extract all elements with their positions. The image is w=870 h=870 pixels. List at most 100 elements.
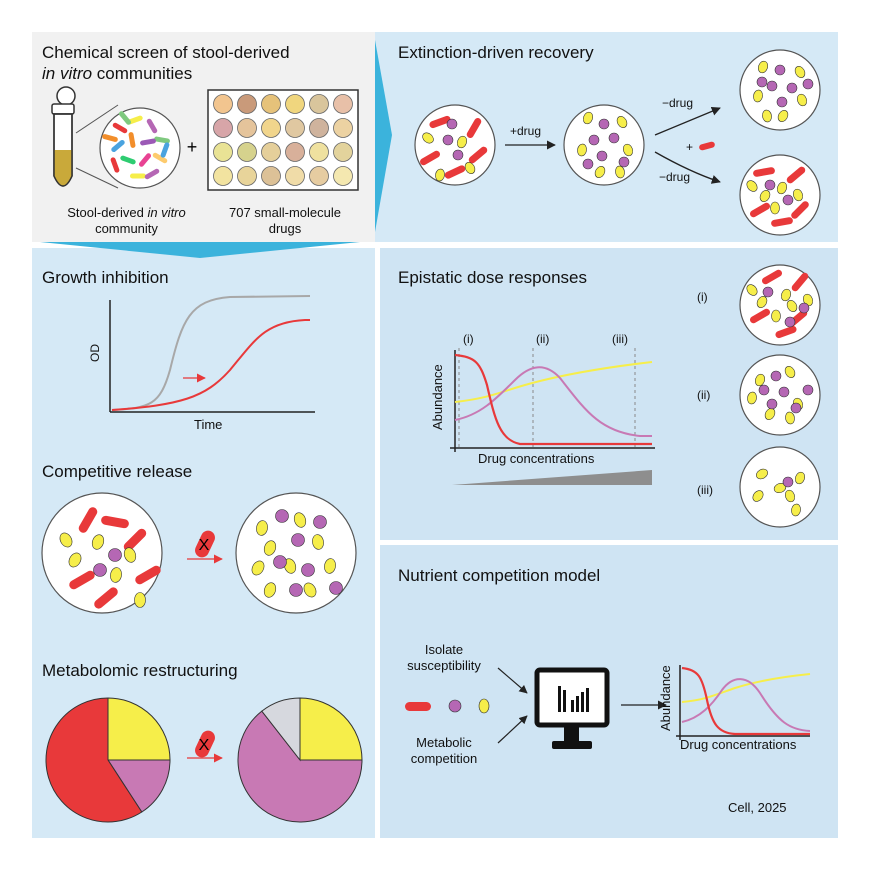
minus-drug-label-top: −drug [662, 96, 694, 110]
yellow-bug [464, 162, 476, 174]
minus-drug-arrow-bottom [654, 151, 721, 184]
connector-arrow-down [40, 242, 360, 258]
plate-well [213, 142, 233, 162]
plate-well [285, 118, 305, 138]
community-bug [154, 136, 170, 144]
plate-well [309, 142, 329, 162]
plus-symbol: + [686, 140, 694, 154]
red-bug [101, 515, 129, 529]
added-red-bug [699, 141, 715, 151]
purple-bug [764, 179, 776, 191]
yellow-bug [756, 296, 768, 308]
yellow-bug [283, 558, 297, 574]
plate-well [333, 94, 353, 114]
pie-slice [299, 697, 363, 761]
metabolome-pie-after [237, 697, 363, 823]
red-bug [135, 565, 161, 585]
pie-slice [261, 697, 301, 762]
purple-bug [778, 386, 790, 398]
epistatic-curve-purple [454, 366, 652, 437]
plate-well [261, 94, 281, 114]
epistatic-curve-red [454, 353, 652, 446]
yellow-bug [123, 547, 137, 563]
purple-bug [782, 194, 794, 206]
epistatic-marker-ii: (ii) [536, 332, 550, 346]
yellow-bug [784, 489, 796, 503]
red-bug [468, 146, 488, 164]
community-bug [110, 157, 120, 173]
purple-bug [776, 96, 788, 108]
pie-slice [45, 697, 143, 823]
purple-bug [301, 563, 315, 577]
purple-bug [770, 370, 782, 382]
epistatic-ylabel: Abundance [430, 364, 445, 430]
metabolic-label-line1: Metabolic [416, 735, 472, 750]
purple-bug [782, 476, 794, 488]
nutrient-curve-red [681, 666, 810, 736]
plate-well [213, 94, 233, 114]
nutrient-ylabel: Abundance [658, 665, 673, 731]
yellow-bug [68, 552, 82, 568]
drug-gradient-wedge [452, 470, 652, 485]
purple-bug [766, 80, 778, 92]
red-bug [444, 165, 466, 179]
yellow-bug [770, 201, 780, 215]
nutrient-curve-purple [681, 678, 811, 732]
community-label-line2: community [95, 221, 158, 236]
yellow-bug [752, 490, 764, 502]
yellow-bug [747, 391, 757, 405]
nutrient-red-bug [405, 702, 431, 711]
purple-bug [273, 555, 287, 569]
isolate-arrow [497, 667, 528, 694]
minus-drug-label-bottom: −drug [659, 170, 691, 184]
competitive-title: Competitive release [42, 462, 193, 481]
pie-slice [237, 710, 363, 823]
nutrient-title: Nutrient competition model [398, 566, 601, 585]
plate-well [333, 118, 353, 138]
plate-well [309, 118, 329, 138]
red-bug [750, 308, 770, 324]
purple-bug [784, 316, 796, 328]
yellow-bug [771, 309, 781, 323]
yellow-bug [802, 293, 814, 307]
community-label-pre: Stool-derived [67, 205, 148, 220]
plate-well [309, 166, 329, 186]
purple-bug [790, 402, 802, 414]
plus-drug-label: +drug [510, 124, 542, 138]
metabolic-arrow [497, 715, 528, 744]
red-bug [78, 507, 98, 533]
growth-title: Growth inhibition [42, 268, 169, 287]
community-bug [128, 132, 136, 148]
svg-text:X: X [199, 537, 210, 554]
purple-bug [452, 149, 464, 161]
purple-bug [446, 118, 458, 130]
epistatic-side-ii: (ii) [697, 388, 711, 402]
purple-bug [608, 132, 620, 144]
community-bug [152, 152, 168, 164]
metabolic-label-line2: competition [410, 751, 478, 766]
epistatic-xlabel: Drug concentrations [478, 451, 595, 466]
community-bug [140, 138, 156, 146]
community-bug [144, 168, 160, 180]
yellow-bug [134, 592, 146, 608]
epistatic-marker-iii: (iii) [612, 332, 628, 346]
yellow-bug [456, 135, 468, 149]
nutrient-plot [676, 665, 811, 740]
crossed-drug-icon-competitive: X [187, 530, 223, 564]
purple-bug [582, 158, 594, 170]
plate-well [285, 166, 305, 186]
nutrient-purple-bug [448, 699, 462, 713]
epistatic-side-iii: (iii) [697, 483, 713, 497]
community-bug [138, 153, 152, 167]
yellow-bug [256, 520, 268, 536]
competitive-community-before [41, 492, 163, 614]
red-bug [466, 118, 482, 138]
computer-monitor-icon [534, 667, 610, 749]
purple-bug [598, 118, 610, 130]
red-bug [429, 115, 451, 129]
purple-bug [774, 64, 786, 76]
epistatic-marker-i: (i) [463, 332, 474, 346]
yellow-bug [796, 93, 808, 107]
yellow-bug [263, 540, 277, 556]
extinction-community-start [414, 104, 496, 186]
